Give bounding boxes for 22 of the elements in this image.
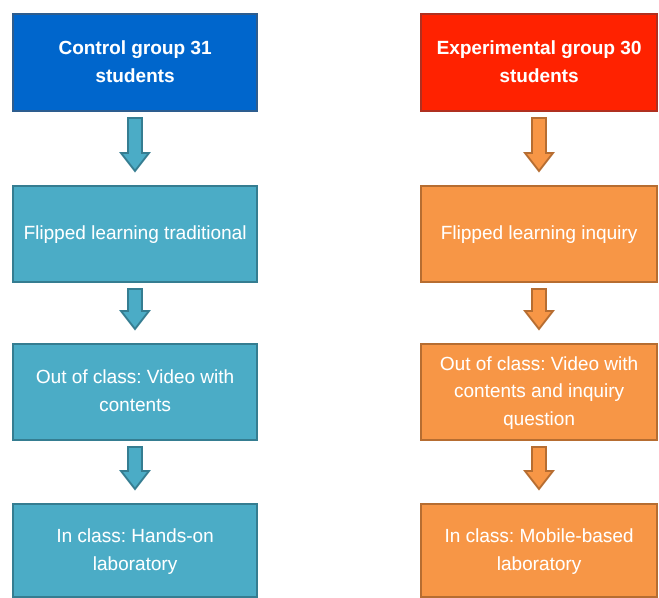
box-label: Out of class: Video with contents and inquiry question [438,352,640,432]
process-box [12,343,258,441]
process-box [12,185,258,283]
block-arrow [522,117,556,173]
block-arrow [522,446,556,491]
process-box [420,503,658,598]
process-box [12,503,258,598]
group-heading: Control group 31 students [57,36,213,88]
box-label: In class: Mobile-based laboratory [443,524,635,576]
box-label: Out of class: Video with contents [34,366,236,418]
process-box [420,343,658,441]
block-arrow [118,446,152,491]
process-box [12,13,258,112]
block-arrow [118,288,152,331]
box-label: In class: Hands-on laboratory [55,524,215,576]
box-label: Flipped learning traditional [24,222,246,246]
block-arrow [522,288,556,331]
process-box [420,13,658,112]
group-heading: Experimental group 30 students [436,36,642,88]
block-arrow [118,117,152,173]
box-label: Flipped learning inquiry [440,222,638,246]
process-box [420,185,658,283]
